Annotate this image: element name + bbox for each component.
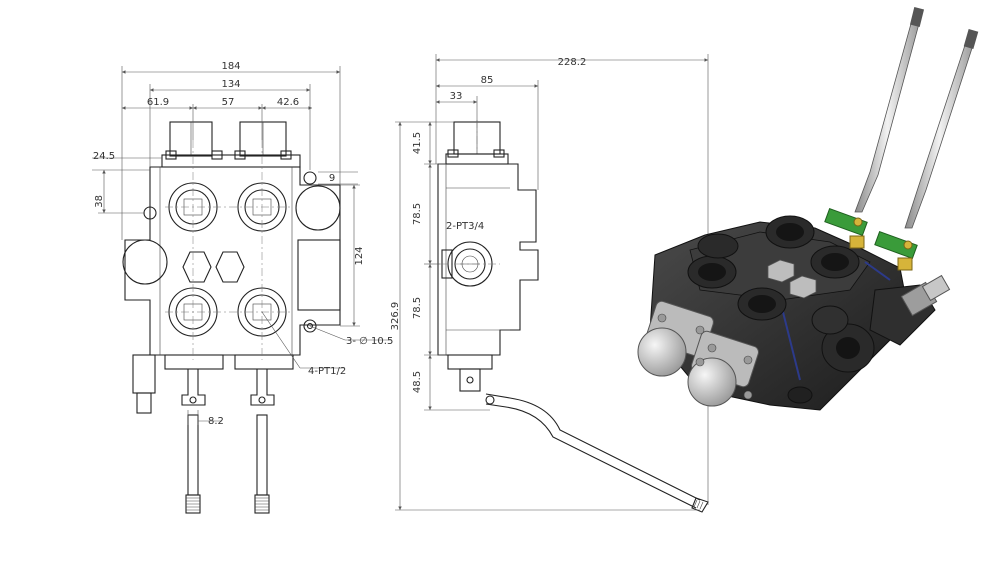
dim-spool-pitch: 57 bbox=[222, 97, 235, 108]
side-view bbox=[437, 120, 709, 513]
dim-right-small: 9 bbox=[329, 173, 335, 184]
dim-total-height: 326.9 bbox=[390, 302, 401, 331]
dim-left-offset: 61.9 bbox=[147, 97, 169, 108]
lever-rods bbox=[854, 7, 979, 229]
spool-end-caps bbox=[637, 300, 759, 407]
dim-port-label: 4-PT1/2 bbox=[308, 366, 346, 377]
front-view-dimensions: 184 134 61.9 57 42.6 24.5 38 9 124 3- ∅ … bbox=[92, 61, 393, 427]
dim-mount-hole: 3- ∅ 10.5 bbox=[346, 336, 393, 347]
front-view bbox=[122, 121, 392, 514]
dim-right-height: 124 bbox=[354, 246, 365, 265]
dim-top-section: 41.5 bbox=[412, 132, 423, 154]
dim-spool-offset: 33 bbox=[450, 91, 463, 102]
dim-overall-width: 184 bbox=[221, 61, 240, 72]
valve-3d-render bbox=[637, 7, 979, 411]
dim-upper-section: 78.5 bbox=[412, 203, 423, 225]
dim-lever-pin: 8.2 bbox=[208, 416, 224, 427]
dim-lower-section: 78.5 bbox=[412, 297, 423, 319]
dim-top-left-height: 24.5 bbox=[93, 151, 115, 162]
dim-overall-length: 228.2 bbox=[558, 57, 587, 68]
dim-right-offset: 42.6 bbox=[277, 97, 299, 108]
dim-bottom-section: 48.5 bbox=[412, 371, 423, 393]
dim-side-port-label: 2-PT3/4 bbox=[446, 221, 484, 232]
dim-left-height: 38 bbox=[94, 195, 105, 208]
dim-inner-width: 134 bbox=[221, 79, 240, 90]
dim-body-depth: 85 bbox=[481, 75, 494, 86]
lever-brackets bbox=[824, 207, 918, 271]
